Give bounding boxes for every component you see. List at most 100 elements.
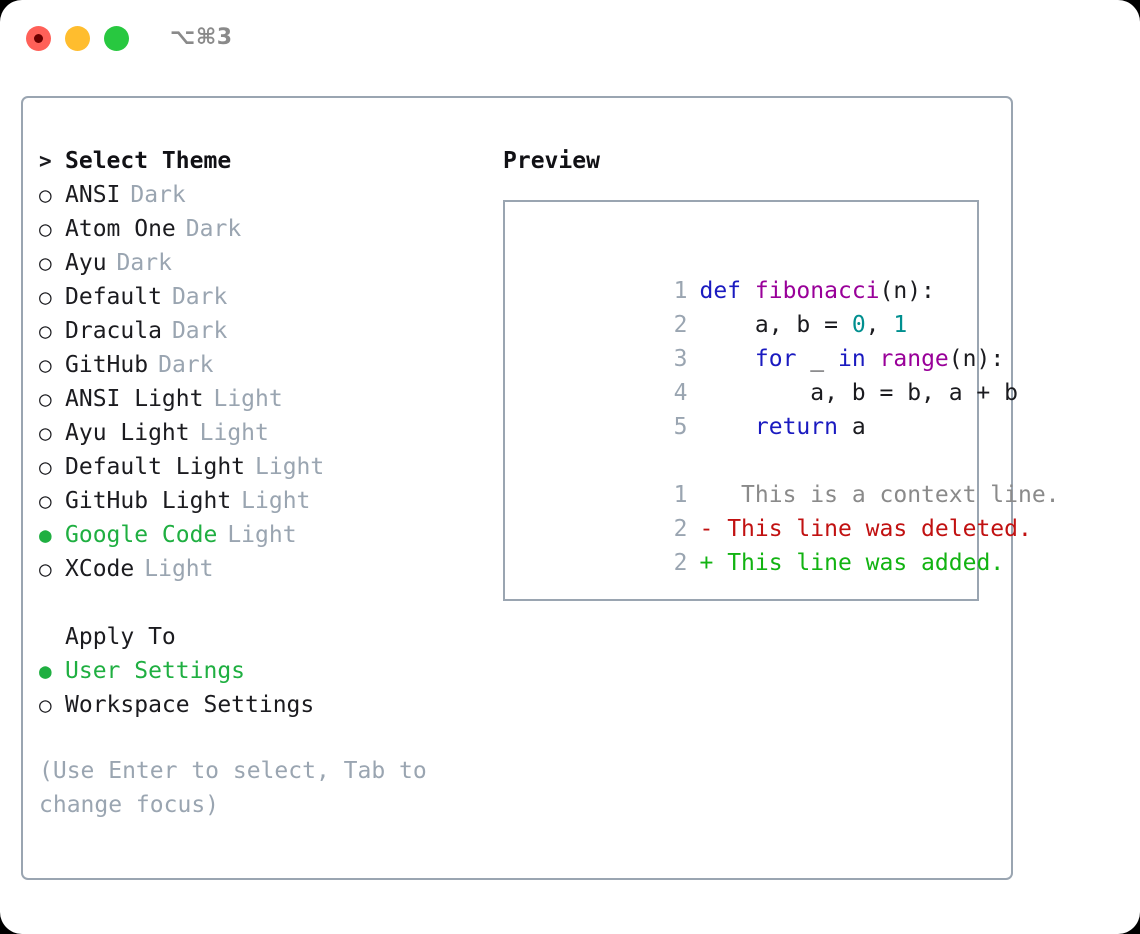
diff-sign — [699, 482, 713, 508]
apply-to-label: Workspace Settings — [65, 692, 315, 718]
theme-name: Default Light — [65, 454, 246, 480]
theme-variant-tag: Light — [227, 522, 297, 548]
theme-name: Dracula — [65, 318, 162, 344]
line-number: 2 — [673, 516, 688, 542]
code-line: 5 return a — [505, 376, 977, 440]
radio-icon[interactable]: ○ — [39, 319, 52, 343]
window-title: ⌥⌘3 — [170, 25, 233, 50]
recording-indicator-icon — [34, 34, 43, 43]
theme-name: Ayu Light — [65, 420, 190, 446]
theme-name: GitHub — [65, 352, 149, 378]
code-line: 3 for _ in range(n): — [505, 308, 1005, 372]
line-number: 3 — [673, 346, 688, 372]
diff-sign: + — [699, 550, 714, 576]
diff-text: This is a context line. — [713, 482, 1060, 508]
diff-line-added: 2 + This line was added. — [505, 512, 1005, 576]
theme-option-xcode-light[interactable]: ○ XCode Light — [39, 552, 489, 586]
code-token: range — [879, 346, 949, 372]
list-spacer — [39, 586, 489, 620]
theme-variant-tag: Light — [241, 488, 311, 514]
theme-variant-tag: Dark — [171, 284, 228, 310]
diff-line-deleted: 2- This line was deleted. — [505, 478, 1032, 542]
code-token: a, b = b, a + b — [699, 380, 1018, 406]
radio-selected-icon[interactable]: ● — [39, 659, 52, 683]
line-number: 2 — [673, 312, 688, 338]
theme-name: GitHub Light — [65, 488, 232, 514]
minimize-button[interactable] — [65, 26, 90, 51]
select-theme-title: Select Theme — [65, 148, 232, 174]
theme-variant-tag: Light — [144, 556, 214, 582]
theme-name: XCode — [65, 556, 135, 582]
code-token: (n): — [879, 278, 935, 304]
code-token: _ — [796, 346, 838, 372]
radio-icon[interactable]: ○ — [39, 387, 52, 411]
theme-option-default-light[interactable]: ○ Default Light Light — [39, 450, 489, 484]
radio-icon[interactable]: ○ — [39, 557, 52, 581]
code-token — [741, 278, 755, 304]
close-button[interactable] — [26, 26, 51, 51]
code-token: a — [837, 414, 866, 440]
radio-icon[interactable]: ○ — [39, 353, 52, 377]
radio-icon[interactable]: ○ — [39, 421, 52, 445]
theme-option-github-light[interactable]: ○ GitHub Light Light — [39, 484, 489, 518]
code-token — [699, 346, 754, 372]
theme-option-google-code-light[interactable]: ● Google Code Light — [39, 518, 489, 552]
keyboard-hint-text: (Use Enter to select, Tab to change focu… — [39, 758, 427, 818]
code-token: def — [699, 278, 742, 304]
code-token: (n): — [948, 346, 1005, 372]
diff-text: This line was deleted. — [713, 516, 1032, 542]
code-token: 0 — [851, 312, 866, 338]
theme-variant-tag: Light — [255, 454, 325, 480]
code-token — [866, 346, 880, 372]
maximize-button[interactable] — [104, 26, 129, 51]
code-token: return — [754, 414, 838, 440]
title-bar: ⌥⌘3 — [0, 0, 1140, 78]
code-token: fibonacci — [754, 278, 880, 304]
radio-icon[interactable]: ○ — [39, 489, 52, 513]
code-token: for — [754, 346, 797, 372]
code-token — [699, 414, 754, 440]
radio-icon[interactable]: ○ — [39, 183, 52, 207]
code-token: a, b = — [699, 312, 852, 338]
code-line: 2 a, b = 0, 1 — [505, 274, 977, 338]
code-line: 4 a, b = b, a + b — [505, 342, 1018, 406]
radio-selected-icon[interactable]: ● — [39, 523, 52, 547]
preview-title: Preview — [503, 148, 600, 174]
line-number: 1 — [673, 278, 688, 304]
radio-icon[interactable]: ○ — [39, 217, 52, 241]
line-number: 1 — [673, 482, 688, 508]
theme-variant-tag: Dark — [116, 250, 172, 276]
select-theme-header: >Select Theme — [39, 144, 489, 178]
theme-variant-tag: Dark — [130, 182, 186, 208]
line-number: 5 — [673, 414, 688, 440]
apply-to-option-workspace-settings[interactable]: ○ Workspace Settings — [39, 688, 489, 722]
line-number: 4 — [673, 380, 688, 406]
diff-text: This line was added. — [713, 550, 1005, 576]
theme-name: Google Code — [65, 522, 218, 548]
radio-icon[interactable]: ○ — [39, 285, 52, 309]
window-controls — [26, 26, 129, 51]
apply-to-header: Apply To — [65, 624, 176, 650]
apply-to-label: User Settings — [65, 658, 246, 684]
radio-icon[interactable]: ○ — [39, 251, 52, 275]
line-number: 2 — [673, 550, 688, 576]
radio-icon[interactable]: ○ — [39, 693, 52, 717]
code-token: , — [865, 312, 894, 338]
theme-name: ANSI Light — [65, 386, 204, 412]
apply-to-option-user-settings[interactable]: ● User Settings — [39, 654, 489, 688]
radio-icon[interactable]: ○ — [39, 455, 52, 479]
theme-variant-tag: Dark — [185, 216, 242, 242]
